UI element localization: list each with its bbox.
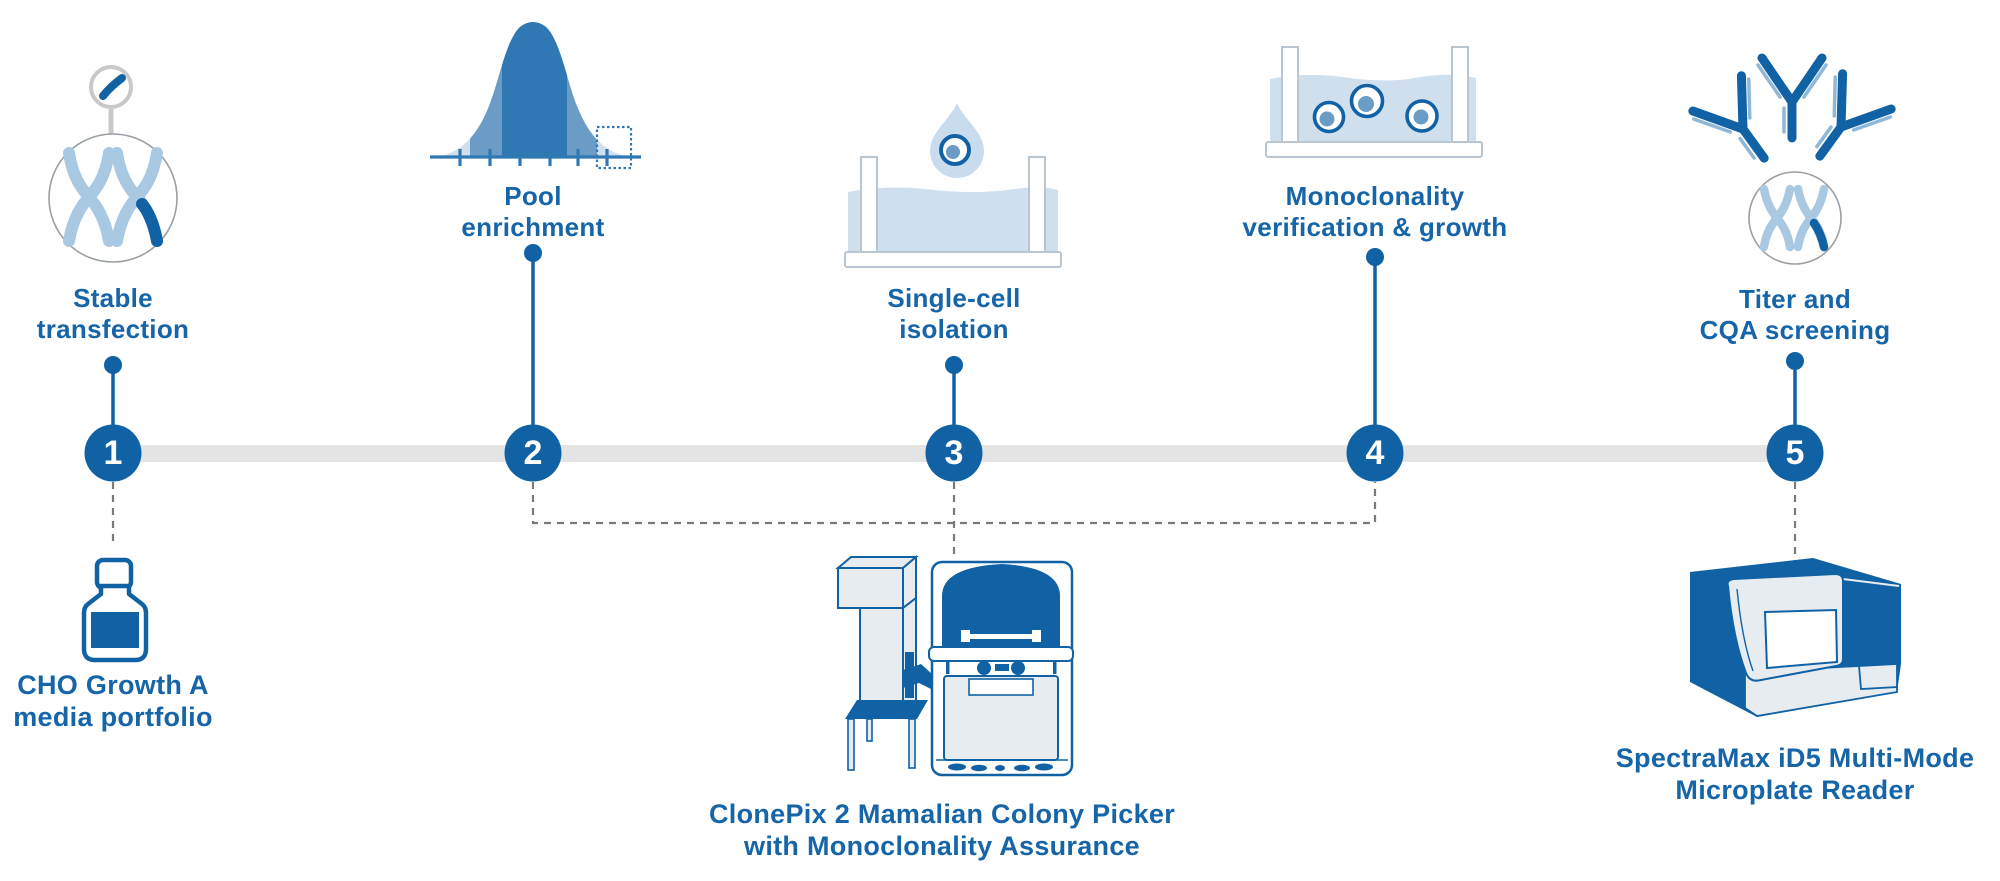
media-bottle-icon [81, 557, 149, 663]
step-4-label-line2: verification & growth [1242, 212, 1508, 242]
selection-gate-box [595, 125, 633, 170]
hood-window [942, 564, 1060, 647]
product-clonepix-label-line2: with Monoclonality Assurance [744, 831, 1140, 861]
step-3-label-line2: isolation [899, 314, 1009, 344]
product-spectramax-label-line2: Microplate Reader [1675, 775, 1915, 805]
transfer-arm [903, 664, 933, 690]
clonepix-instrument-icon [835, 554, 1074, 777]
stand-top [845, 700, 928, 719]
cell-nucleus [946, 145, 960, 159]
spectramax-instrument-icon [1690, 558, 1901, 717]
monoclonality-well-icon [1265, 46, 1483, 158]
step-3-label-line1: Single-cell [887, 283, 1021, 313]
step-5-label: Titer and CQA screening [1555, 284, 2000, 346]
product-clonepix-label: ClonePix 2 Mamalian Colony Picker with M… [662, 798, 1222, 862]
dashed-connectors [111, 482, 1797, 562]
bottle-label [91, 612, 139, 648]
product-media-label-line1: CHO Growth A [17, 670, 209, 700]
well-liquid [848, 187, 1058, 252]
step-4-label: Monoclonality verification & growth [1135, 181, 1615, 243]
step-3-circle [925, 424, 983, 482]
step-1-label-line2: transfection [36, 314, 190, 344]
product-media-label-line2: media portfolio [13, 702, 213, 732]
step-5-label-line1: Titer and [1738, 284, 1852, 314]
pool-enrichment-icon [430, 22, 641, 170]
touchscreen [1763, 608, 1839, 670]
step-2-label: Pool enrichment [293, 181, 773, 243]
step-4-label-line1: Monoclonality [1285, 181, 1465, 211]
product-spectramax-label: SpectraMax iD5 Multi-Mode Microplate Rea… [1515, 742, 2000, 806]
label-connectors [104, 244, 1804, 428]
step-1-label-line1: Stable [73, 283, 153, 313]
inserted-gene-segment [1809, 218, 1829, 252]
step-circles: 1 2 3 4 5 [84, 424, 1824, 482]
colony-cells [1312, 83, 1439, 134]
step-5-circle [1766, 424, 1824, 482]
step-2-label-line2: enrichment [461, 212, 605, 242]
step-1-label: Stable transfection [0, 283, 353, 345]
step-2-number: 2 [524, 434, 543, 472]
step-5-label-line2: CQA screening [1699, 315, 1891, 345]
vent-holes [948, 763, 1053, 772]
step-5-number: 5 [1786, 434, 1805, 472]
step-2-label-line1: Pool [504, 181, 562, 211]
step-3-label: Single-cell isolation [714, 283, 1194, 345]
gene-fragment [99, 74, 126, 100]
plate-drawer [1858, 663, 1898, 690]
product-spectramax-label-line1: SpectraMax iD5 Multi-Mode [1615, 743, 1975, 773]
product-clonepix-label-line1: ClonePix 2 Mamalian Colony Picker [708, 799, 1176, 829]
step-3-number: 3 [945, 434, 964, 472]
transfection-icon [48, 65, 178, 263]
control-row [946, 661, 1057, 675]
step-1-number: 1 [104, 434, 123, 472]
step-2-circle [504, 424, 562, 482]
step-4-number: 4 [1366, 434, 1385, 472]
inserted-gene-segment [136, 198, 163, 247]
antibody-titer-icon [1690, 58, 1895, 265]
step-1-circle [84, 424, 142, 482]
product-media-label: CHO Growth A media portfolio [0, 669, 393, 733]
step-4-circle [1346, 424, 1404, 482]
single-cell-isolation-icon [844, 103, 1062, 268]
